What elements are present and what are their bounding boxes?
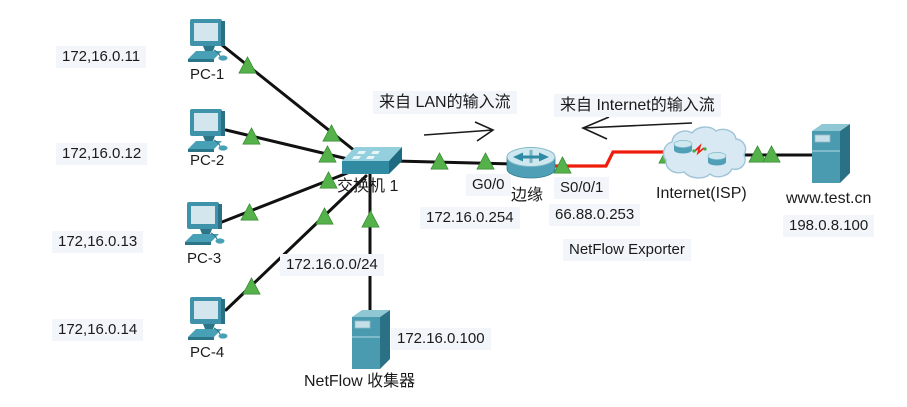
pc-1-name: PC-1 — [190, 66, 225, 83]
lan-flow-arrow — [423, 121, 495, 142]
lan-flow-label: 来自 LAN的输入流 — [373, 91, 517, 115]
cloud-name: Internet(ISP) — [656, 185, 747, 202]
router-wan-interface-label: S0/0/1 — [554, 177, 610, 199]
collector-ip-label: 172.16.0.100 — [391, 328, 491, 350]
cable-serial-router-cloud[interactable] — [548, 150, 674, 168]
switch-name: 交换机 1 — [337, 178, 399, 195]
netflow-collector-icon[interactable] — [351, 309, 391, 370]
flow-arrows — [423, 116, 693, 142]
pc-3-icon[interactable] — [184, 201, 225, 246]
collector-name: NetFlow 收集器 — [304, 373, 416, 390]
pc-4-name: PC-4 — [190, 344, 225, 361]
edge-router-icon[interactable] — [506, 147, 556, 179]
netflow-exporter-label: NetFlow Exporter — [563, 239, 691, 261]
cable-pc3-switch[interactable] — [220, 168, 357, 224]
internet-flow-label: 来自 Internet的输入流 — [554, 94, 721, 118]
pc-3-name: PC-3 — [187, 250, 222, 267]
pc-2-ip-label: 172,16.0.12 — [56, 143, 148, 165]
link-status-triangle — [361, 210, 380, 228]
router-name: 边缘 — [511, 187, 544, 204]
web-server-icon[interactable] — [811, 123, 851, 184]
link-status-triangle — [476, 152, 495, 170]
web-server-name: www.test.cn — [786, 190, 872, 207]
network-segment-label: 172.16.0.0/24 — [280, 254, 384, 276]
pc-4-ip-label: 172,16.0.14 — [52, 319, 144, 341]
pc-1-icon[interactable] — [187, 18, 228, 63]
pc-2-icon[interactable] — [187, 108, 228, 153]
pc-3-ip-label: 172,16.0.13 — [52, 231, 144, 253]
pc-2-name: PC-2 — [190, 152, 225, 169]
web-server-ip-label: 198.0.8.100 — [783, 215, 875, 237]
link-status-triangle — [319, 171, 338, 189]
cable-switch-router[interactable] — [393, 159, 517, 166]
internet-cloud-icon[interactable] — [662, 126, 747, 179]
cable-pc1-switch[interactable] — [220, 43, 362, 157]
pc-1-ip-label: 172,16.0.11 — [56, 46, 147, 68]
router-lan-ip-label: 172.16.0.254 — [420, 207, 520, 229]
router-lan-interface-label: G0/0 — [466, 174, 511, 196]
internet-flow-arrow — [581, 116, 693, 140]
pc-4-icon[interactable] — [187, 296, 228, 341]
router-wan-ip-label: 66.88.0.253 — [549, 204, 641, 226]
switch-icon[interactable] — [342, 147, 402, 174]
